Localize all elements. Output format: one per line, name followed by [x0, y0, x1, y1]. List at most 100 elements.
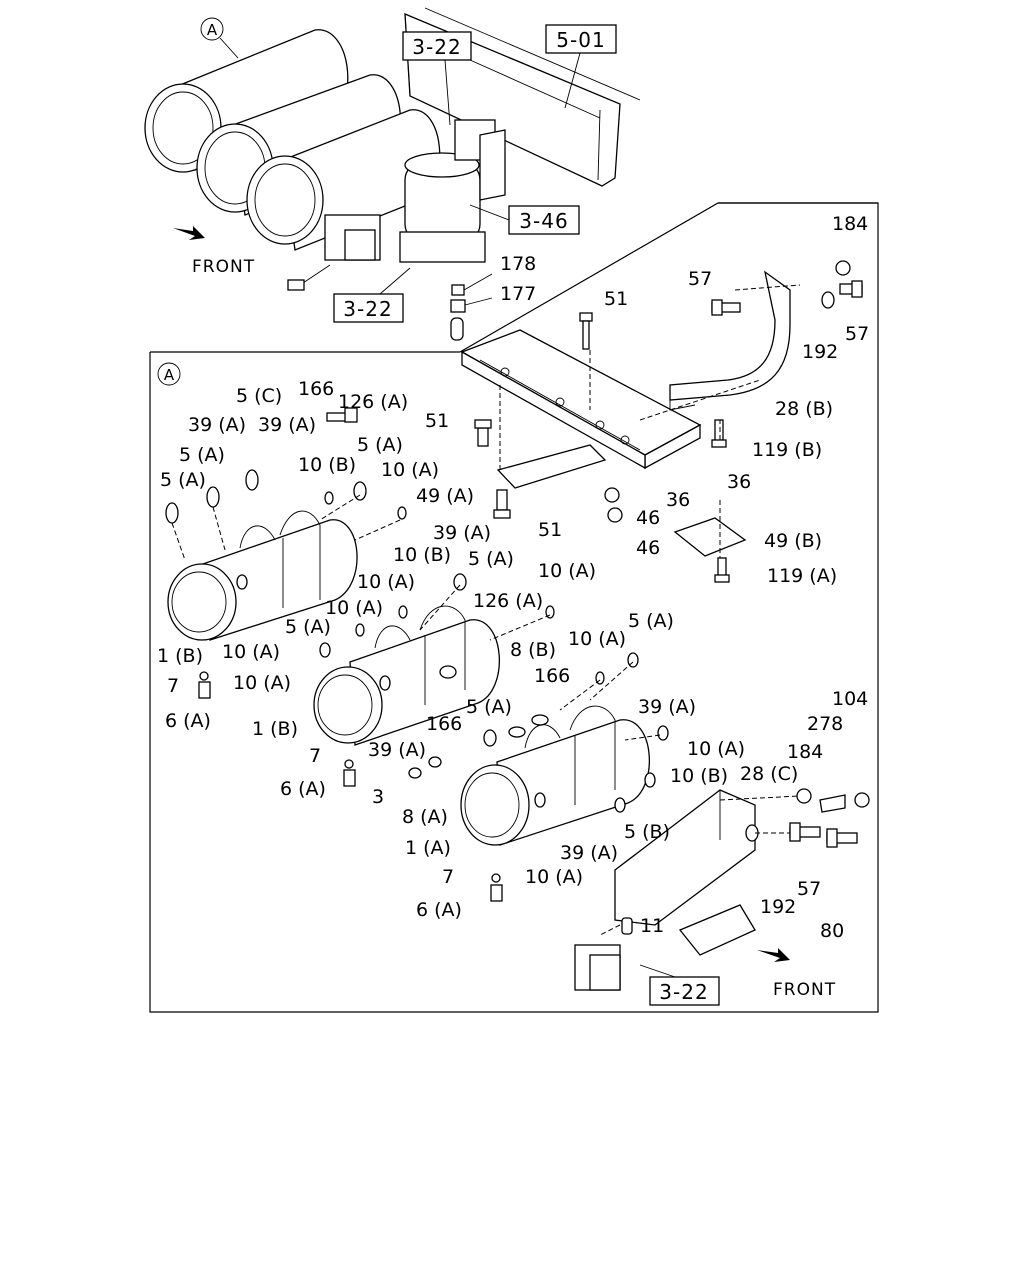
bolt-51-left	[474, 419, 492, 447]
overview-part-177	[450, 299, 466, 341]
label-119a: 119 (A)	[767, 565, 837, 587]
label-57-right: 57	[845, 323, 869, 345]
bracket-28c	[614, 789, 756, 926]
label-5a-7: 5 (A)	[466, 696, 512, 718]
label-166-top: 166	[298, 378, 334, 400]
bottom-valve-block	[574, 904, 756, 991]
label-192-low: 192	[760, 896, 796, 918]
label-10a-6: 10 (A)	[233, 672, 291, 694]
overview-bracket	[479, 129, 506, 201]
label-192-top: 192	[802, 341, 838, 363]
label-126a-top: 126 (A)	[338, 391, 408, 413]
label-39a-1: 39 (A)	[188, 414, 246, 436]
label-10a-8: 10 (A)	[687, 738, 745, 760]
bracket-278	[819, 794, 846, 813]
ref-box-3-22-detail[interactable]: 3-22	[639, 964, 720, 1006]
ref-box-5-01[interactable]: 5-01	[545, 24, 617, 109]
svg-text:A: A	[207, 21, 218, 39]
tank-1b-upper	[167, 510, 358, 641]
label-28b: 28 (B)	[775, 398, 833, 420]
label-36-a: 36	[727, 471, 751, 493]
label-5a-4: 5 (A)	[468, 548, 514, 570]
cross-member	[460, 329, 702, 470]
label-177: 177	[500, 283, 536, 305]
label-5a-6: 5 (A)	[628, 610, 674, 632]
label-39a-6: 39 (A)	[560, 842, 618, 864]
label-10a-9: 10 (A)	[525, 866, 583, 888]
plate-49a	[496, 444, 607, 489]
label-184-low: 184	[787, 741, 823, 763]
drain-valve-1	[198, 671, 211, 699]
label-51-top: 51	[604, 288, 628, 310]
label-6a-1: 6 (A)	[165, 710, 211, 732]
bolt-80	[826, 828, 858, 848]
label-7-3: 7	[442, 866, 454, 888]
label-1a: 1 (A)	[405, 837, 451, 859]
label-8b: 8 (B)	[510, 639, 556, 661]
label-278: 278	[807, 713, 843, 735]
label-10b-3: 10 (B)	[670, 765, 728, 787]
nut-184-top	[835, 260, 851, 276]
label-49b: 49 (B)	[764, 530, 822, 552]
ref-box-3-46[interactable]: 3-46	[469, 204, 580, 235]
label-10a-7: 10 (A)	[568, 628, 626, 650]
washer-192-top	[821, 291, 835, 309]
fittings	[165, 407, 669, 813]
label-126a-mid: 126 (A)	[473, 590, 543, 612]
label-46-b: 46	[636, 537, 660, 559]
label-10a-1: 10 (A)	[381, 459, 439, 481]
svg-text:FRONT: FRONT	[192, 257, 255, 277]
overview-tank-3	[246, 109, 441, 251]
ref-box-3-22-top[interactable]: 3-22	[402, 31, 472, 126]
label-1b-2: 1 (B)	[252, 718, 298, 740]
label-39a-2: 39 (A)	[258, 414, 316, 436]
label-166-low: 166	[426, 713, 462, 735]
nut-104	[854, 792, 870, 808]
label-10a-5: 10 (A)	[222, 641, 280, 663]
detail-section: A	[149, 202, 879, 1013]
overview-part-178	[451, 284, 465, 296]
bolt-57-right	[839, 280, 863, 298]
label-119b: 119 (B)	[752, 439, 822, 461]
svg-text:FRONT: FRONT	[773, 980, 836, 1000]
label-39a-5: 39 (A)	[368, 739, 426, 761]
detail-marker-a: A	[157, 362, 181, 386]
label-10a-4: 10 (A)	[325, 597, 383, 619]
label-3: 3	[372, 786, 384, 808]
svg-text:A: A	[164, 366, 175, 384]
label-178: 178	[500, 253, 536, 275]
svg-text:5-01: 5-01	[556, 28, 605, 52]
drain-valve-2	[343, 759, 356, 787]
label-5a-5: 5 (A)	[285, 616, 331, 638]
svg-text:3-22: 3-22	[343, 297, 392, 321]
label-10a-2: 10 (A)	[538, 560, 596, 582]
label-10a-3: 10 (A)	[357, 571, 415, 593]
label-5a-2: 5 (A)	[160, 469, 206, 491]
label-28c: 28 (C)	[740, 763, 798, 785]
svg-text:3-22: 3-22	[412, 35, 461, 59]
label-5a-1: 5 (A)	[179, 444, 225, 466]
ref-box-3-22-bottom[interactable]: 3-22	[333, 267, 411, 323]
svg-text:3-22: 3-22	[659, 980, 708, 1004]
label-8a: 8 (A)	[402, 806, 448, 828]
label-51-left: 51	[425, 410, 449, 432]
label-166-mid: 166	[534, 665, 570, 687]
label-10b-2: 10 (B)	[393, 544, 451, 566]
label-7-1: 7	[167, 675, 179, 697]
tank-1b-lower	[313, 605, 501, 746]
bolt-119b	[711, 419, 727, 448]
detail-front-arrow: FRONT	[757, 948, 836, 1000]
label-39a-4: 39 (A)	[638, 696, 696, 718]
label-36-b: 36	[666, 489, 690, 511]
label-6a-2: 6 (A)	[280, 778, 326, 800]
svg-text:3-46: 3-46	[519, 209, 568, 233]
drain-valve-3	[490, 873, 503, 902]
bolt-119a	[714, 557, 730, 583]
label-6a-3: 6 (A)	[416, 899, 462, 921]
label-5a-3: 5 (A)	[357, 434, 403, 456]
overview-marker-a: A	[200, 17, 239, 59]
label-104: 104	[832, 688, 868, 710]
label-46-a: 46	[636, 507, 660, 529]
label-39a-3: 39 (A)	[433, 522, 491, 544]
